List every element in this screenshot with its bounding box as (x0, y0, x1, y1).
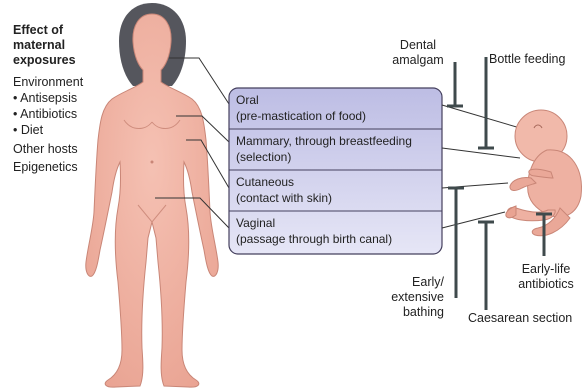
environment-label: Environment (13, 75, 83, 90)
connector-to-infant-oral (442, 105, 520, 128)
maternal-exposures-title: Effect of maternal exposures (13, 23, 76, 68)
bottle-feeding-label: Bottle feeding (489, 52, 565, 67)
route-oral-detail: (pre-mastication of food) (236, 109, 366, 123)
route-mammary-name: Mammary, through breastfeeding (236, 134, 412, 148)
route-cutaneous-name: Cutaneous (236, 175, 294, 189)
epigenetics-label: Epigenetics (13, 160, 78, 175)
connector-to-infant-vaginal (442, 212, 505, 228)
dental-amalgam-label: Dental amalgam (388, 38, 448, 68)
infant-foot-icon (506, 206, 516, 218)
route-cutaneous-detail: (contact with skin) (236, 191, 332, 205)
environment-item-antibiotics: • Antibiotics (13, 107, 77, 122)
route-mammary-detail: (selection) (236, 150, 291, 164)
caesarean-section-label: Caesarean section (468, 311, 572, 326)
mother-body-icon (86, 14, 218, 387)
route-oral-name: Oral (236, 93, 259, 107)
mother-navel (151, 161, 154, 164)
early-bathing-label: Early/ extensive bathing (382, 275, 444, 320)
early-life-antibiotics-label: Early-life antibiotics (512, 262, 580, 292)
mother-figure (86, 3, 218, 387)
environment-item-diet: • Diet (13, 123, 43, 138)
route-vaginal-name: Vaginal (236, 216, 275, 230)
other-hosts-label: Other hosts (13, 142, 78, 157)
environment-item-antisepsis: • Antisepsis (13, 91, 77, 106)
route-vaginal-detail: (passage through birth canal) (236, 232, 392, 246)
